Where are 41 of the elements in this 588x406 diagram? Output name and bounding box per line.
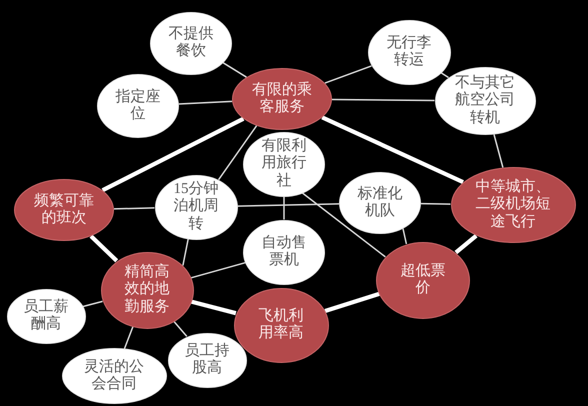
ellipse-node: 频繁可靠的班次	[14, 179, 114, 241]
connector-line	[190, 262, 246, 279]
connector-line	[218, 125, 258, 180]
connector-line	[302, 192, 386, 258]
connector-line	[402, 228, 408, 244]
ellipse-node: 不提供餐饮	[150, 12, 232, 74]
connector-line	[82, 300, 103, 308]
connector-line	[332, 98, 434, 102]
connector-line	[102, 116, 244, 192]
ellipse-node: 精简高效的地勤服务	[100, 252, 194, 328]
ellipse-node: 15分钟泊机周转	[154, 174, 238, 240]
ellipse-node: 员工薪酬高	[6, 288, 86, 344]
ellipse-node: 无行李转运	[368, 20, 450, 84]
connector-line	[173, 320, 188, 337]
ellipse-node: 自动售票机	[243, 220, 325, 284]
connector-line	[182, 238, 189, 266]
connector-line	[420, 202, 451, 205]
ellipse-node: 指定座位	[97, 74, 179, 138]
connector-line	[440, 72, 449, 78]
ellipse-node: 员工持股高	[168, 332, 246, 388]
connector-line	[454, 234, 478, 254]
ellipse-node: 有限利用旅行社	[243, 132, 325, 196]
ellipse-node: 灵活的公会合同	[62, 348, 166, 404]
connector-line	[324, 292, 380, 313]
ellipse-node: 中等城市、二级机场短途飞行	[450, 167, 576, 243]
ellipse-node: 标准化机队	[339, 172, 421, 234]
connector-line	[237, 203, 340, 207]
connector-line	[283, 196, 285, 220]
connector-line	[321, 116, 464, 184]
connector-line	[190, 300, 236, 316]
connector-line	[114, 207, 155, 210]
ellipse-node: 有限的乘客服务	[232, 68, 332, 130]
connector-line	[90, 234, 118, 262]
ellipse-node: 超低票价	[376, 242, 470, 318]
ellipse-node: 不与其它航空公司转机	[434, 67, 536, 135]
connector-line	[493, 134, 504, 168]
connector-line	[324, 65, 372, 84]
connector-line	[178, 100, 232, 105]
ellipse-node: 飞机利用率高	[234, 288, 328, 362]
connector-line	[124, 326, 134, 349]
connector-line	[222, 62, 247, 78]
